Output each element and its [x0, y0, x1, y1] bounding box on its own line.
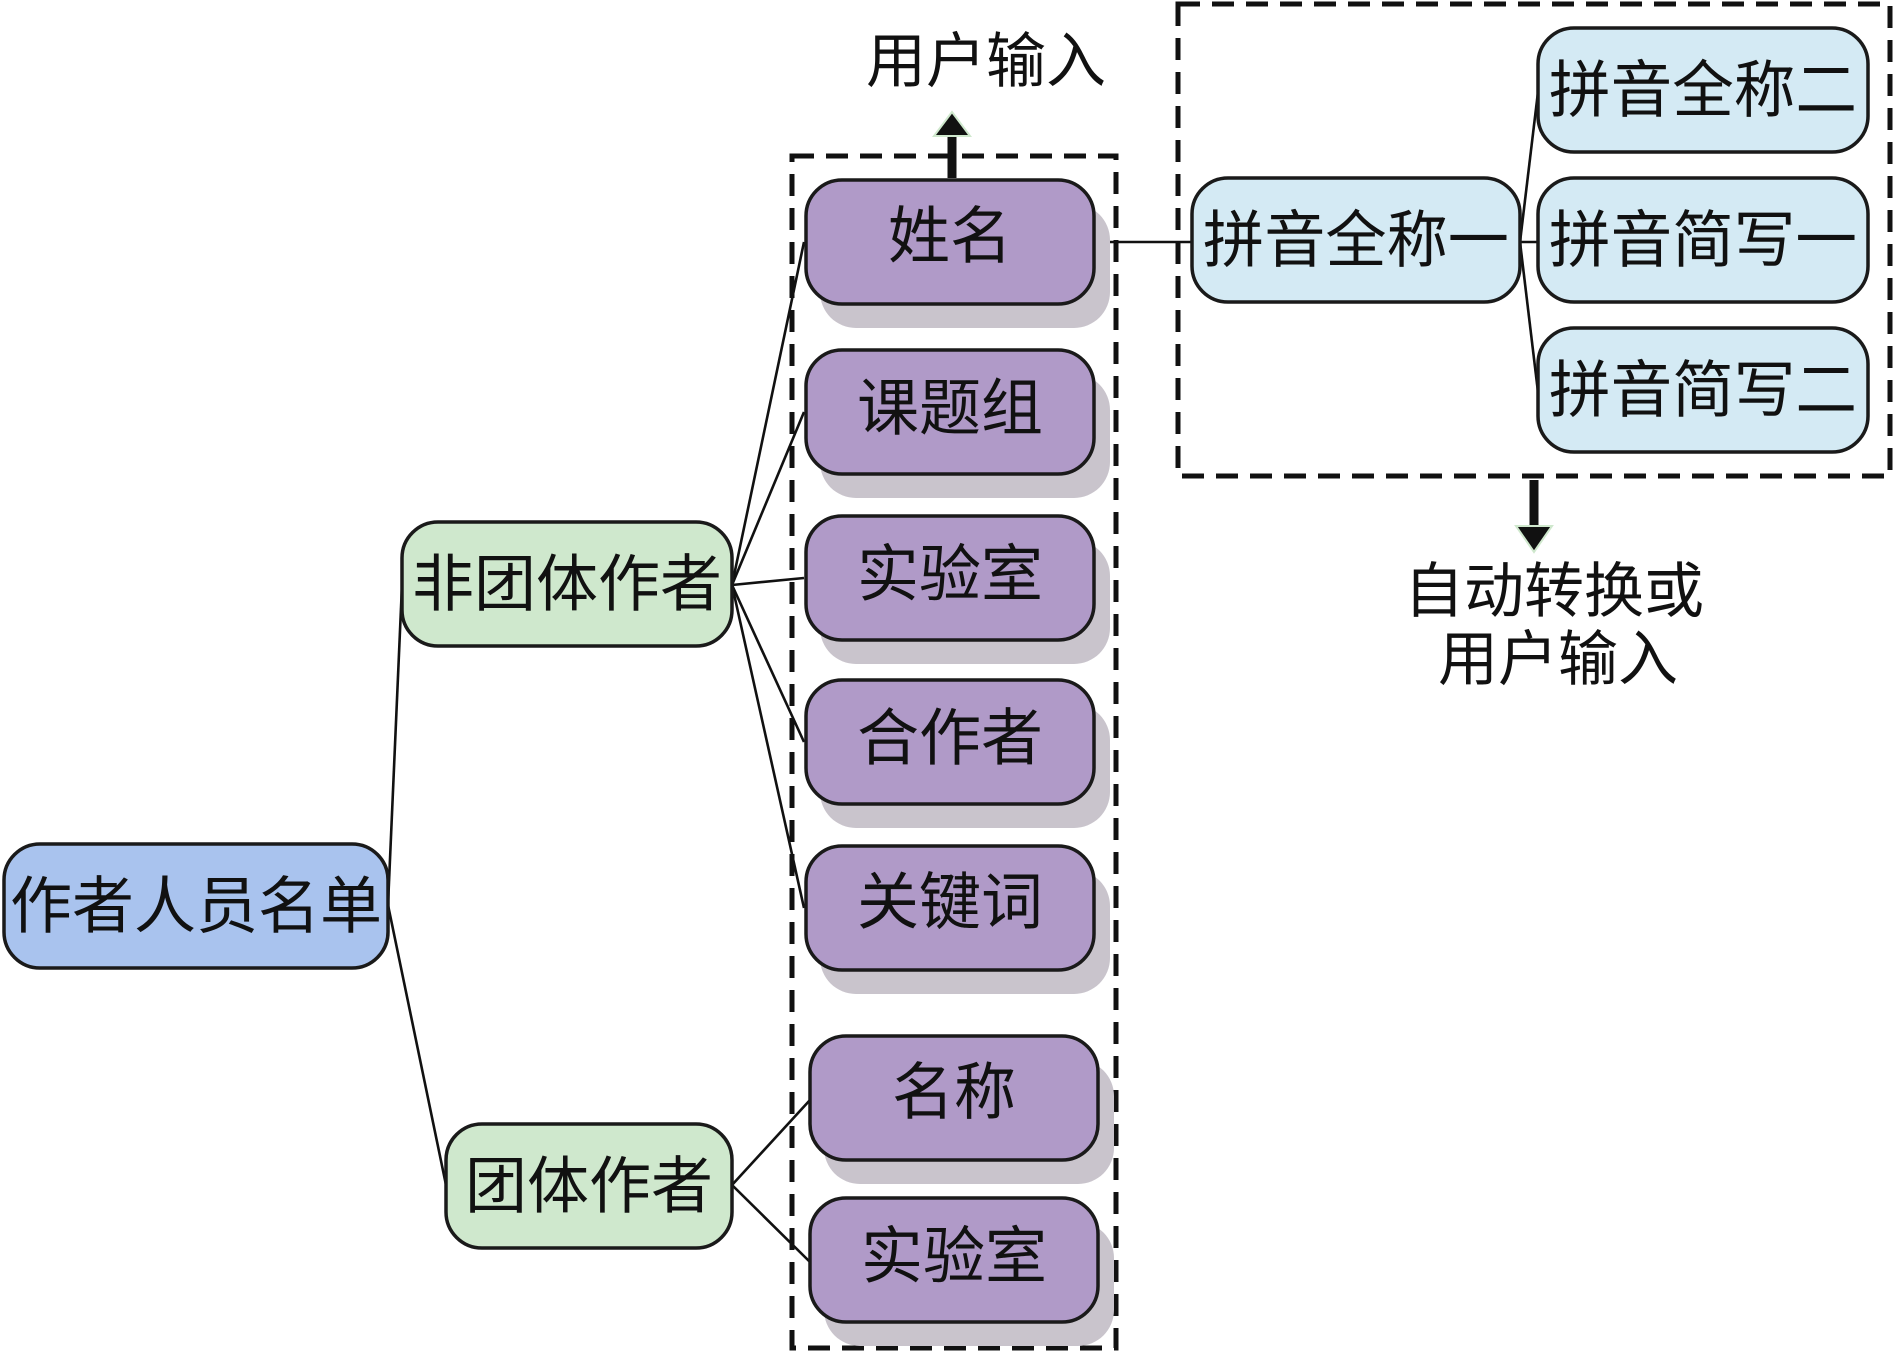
attribute-label: 合作者: [857, 702, 1043, 775]
auto-convert-note-line2: 用户输入: [1438, 625, 1678, 695]
pinyin-label: 拼音简写一: [1549, 204, 1857, 277]
attribute-label: 实验室: [861, 1220, 1047, 1293]
category-label-group: 团体作者: [465, 1150, 713, 1223]
pinyin-node-abbr-2: 拼音简写二: [1536, 326, 1870, 454]
pinyin-node-full-1: 拼音全称一: [1190, 176, 1522, 304]
pinyin-label: 拼音全称二: [1549, 54, 1857, 127]
pinyin-label: 拼音简写二: [1549, 354, 1857, 427]
category-node-group: 团体作者: [444, 1122, 734, 1250]
pinyin-node-full-2: 拼音全称二: [1536, 26, 1870, 154]
attribute-group-frame: [789, 153, 1119, 1351]
attribute-node-collaborator: 合作者: [804, 678, 1110, 828]
attribute-node-lab: 实验室: [804, 514, 1110, 664]
attribute-label: 课题组: [857, 372, 1043, 445]
auto-convert-arrow: [1514, 480, 1554, 554]
attribute-label: 关键词: [857, 866, 1043, 939]
category-label-individual: 非团体作者: [412, 548, 722, 621]
category-node-individual: 非团体作者: [400, 520, 734, 648]
attribute-node-group-name: 名称: [808, 1034, 1114, 1184]
attribute-node-name: 姓名: [804, 178, 1110, 328]
connector-lines: [386, 91, 1540, 1263]
user-input-arrow: [932, 110, 972, 178]
attribute-node-group-lab: 实验室: [808, 1196, 1114, 1346]
auto-convert-note-line1: 自动转换或: [1404, 557, 1704, 627]
pinyin-node-abbr-1: 拼音简写一: [1536, 176, 1870, 304]
attribute-node-keyword: 关键词: [804, 844, 1110, 994]
attribute-label: 实验室: [857, 538, 1043, 611]
attribute-label: 姓名: [888, 200, 1012, 273]
user-input-note: 用户输入: [866, 27, 1106, 97]
attribute-label: 名称: [892, 1056, 1016, 1129]
attribute-node-research-group: 课题组: [804, 348, 1110, 498]
pinyin-group-frame: [1175, 1, 1893, 479]
root-node: 作者人员名单: [2, 842, 390, 970]
root-label: 作者人员名单: [10, 870, 382, 943]
pinyin-label: 拼音全称一: [1203, 204, 1509, 277]
